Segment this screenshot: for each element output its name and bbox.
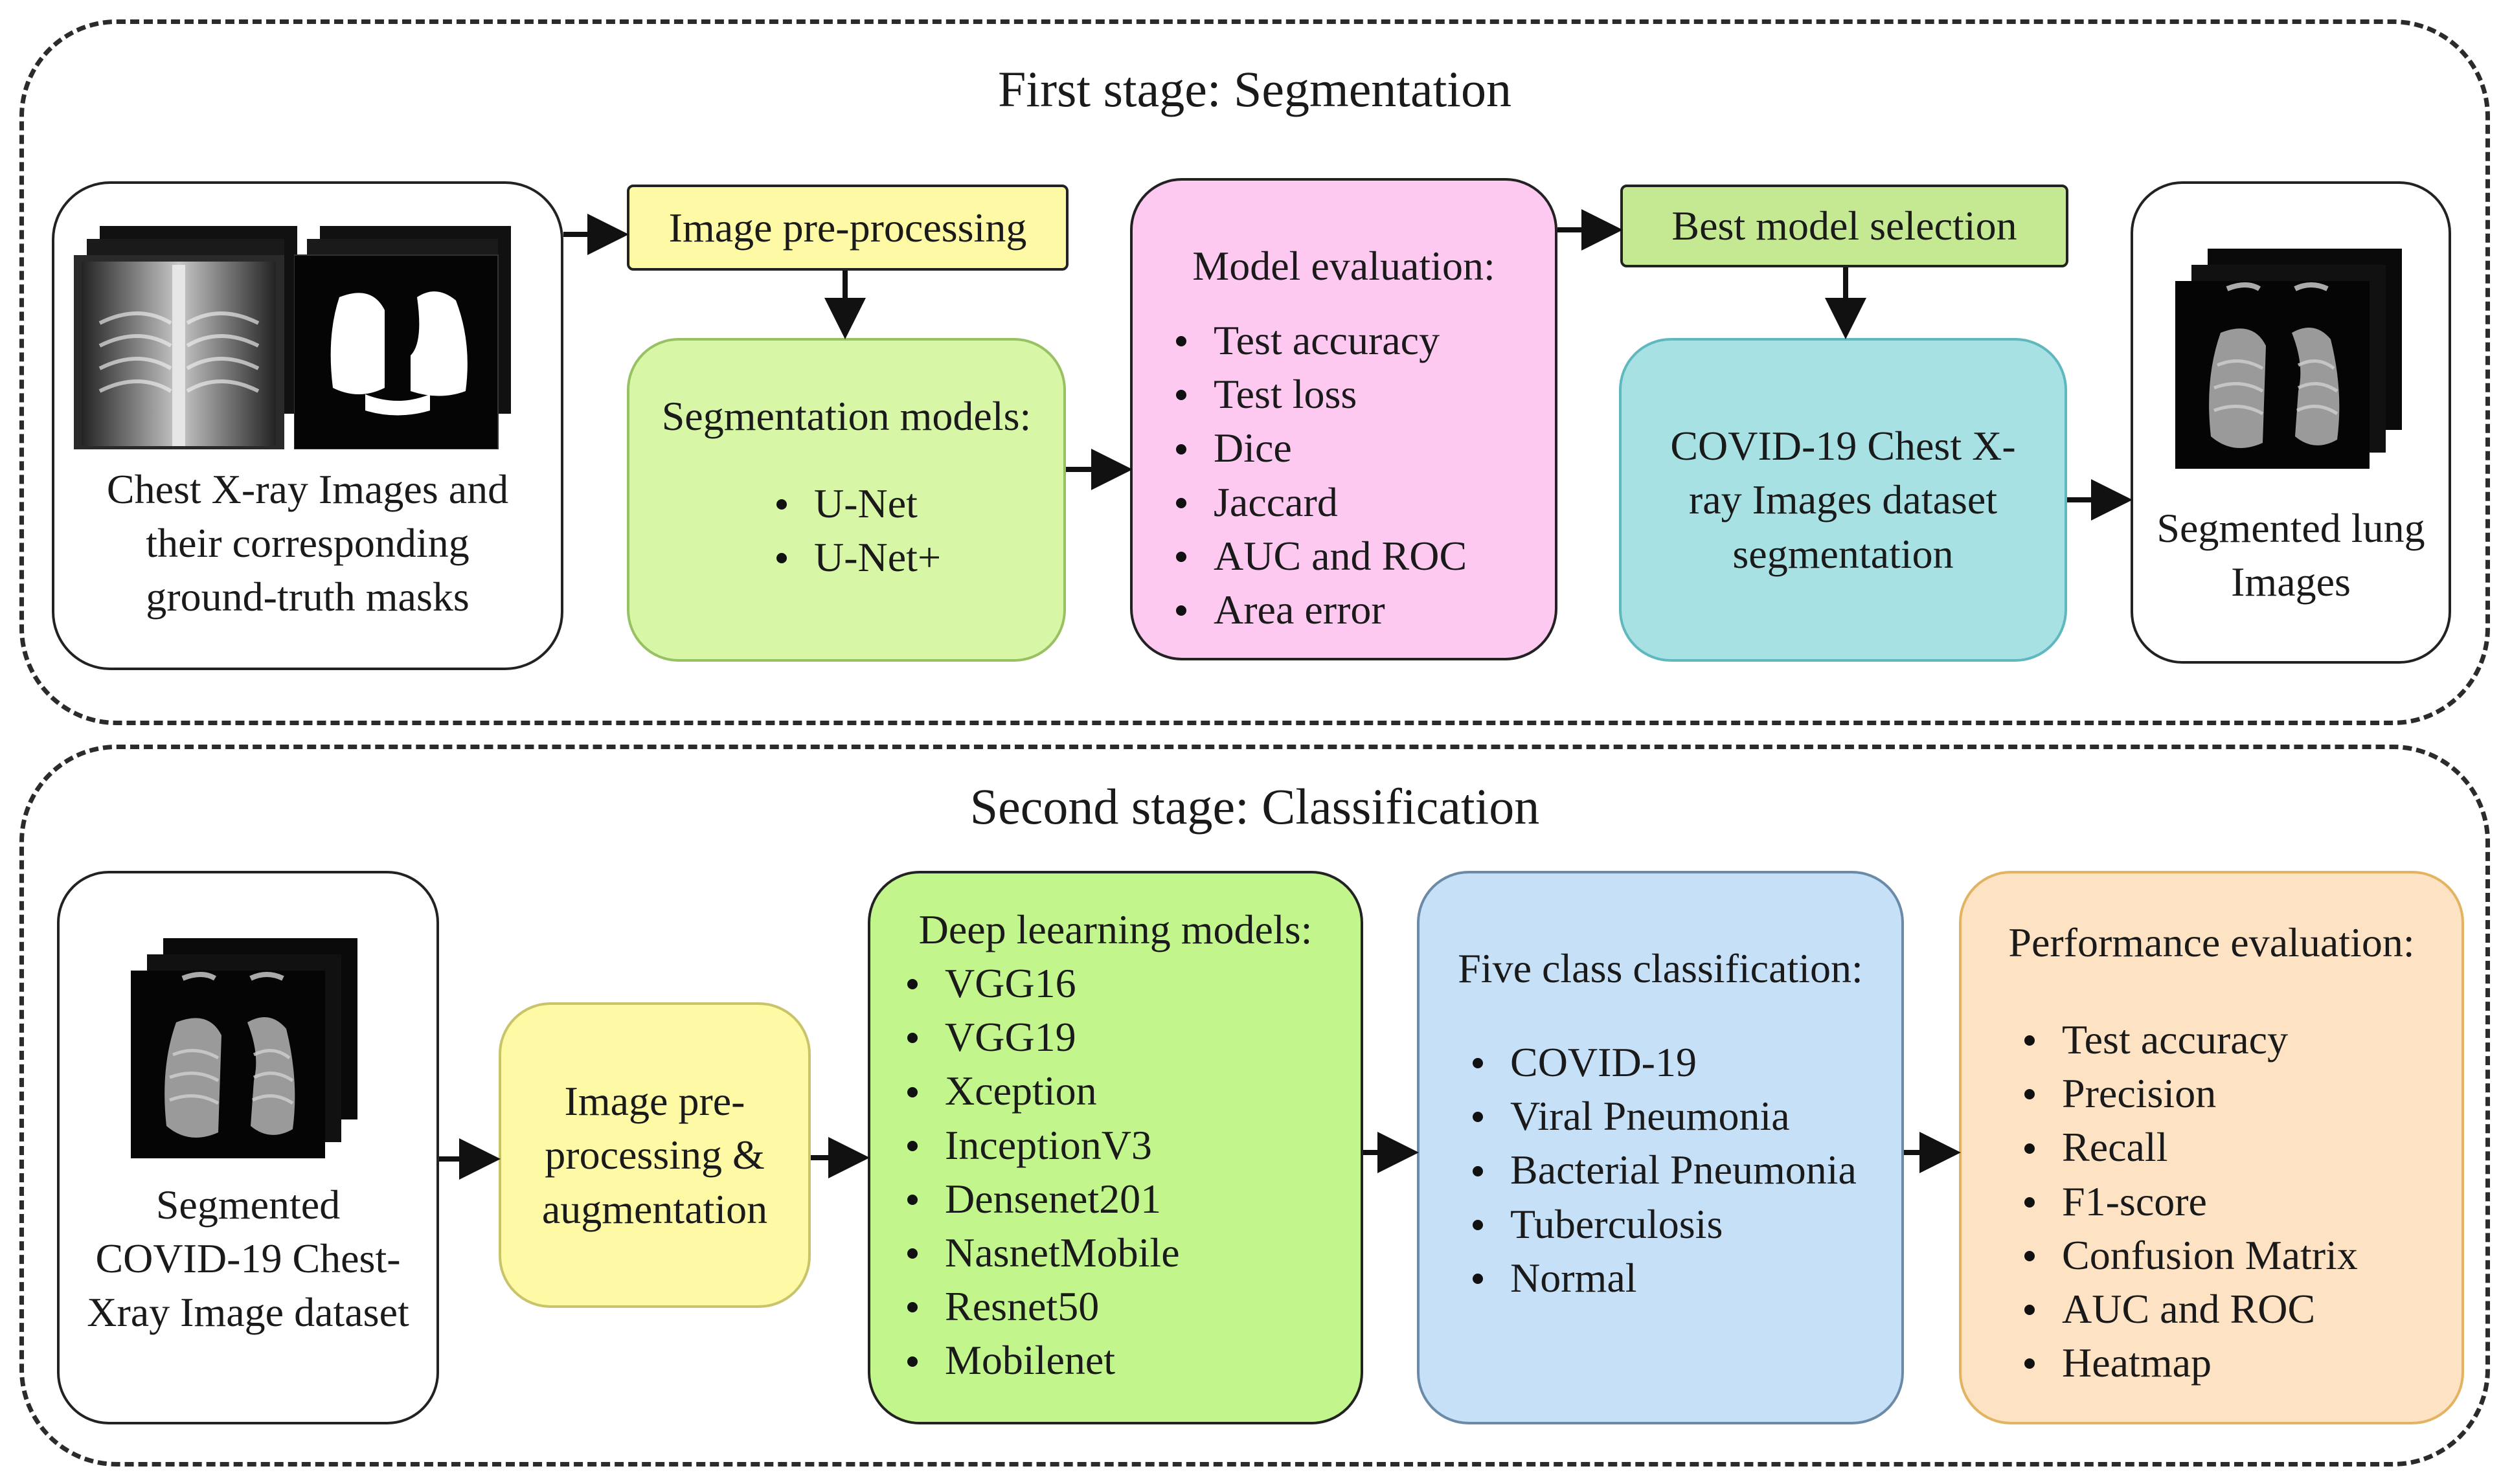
list-item: Test loss <box>1168 367 1467 421</box>
performance-evaluation-list: Test accuracy Precision Recall F1-score … <box>2017 1013 2358 1389</box>
model-evaluation-box: Model evaluation: Test accuracy Test los… <box>1130 178 1557 660</box>
deep-learning-models-box: Deep leearning models: VGG16 VGG19 Xcept… <box>868 871 1363 1424</box>
list-item: U-Net+ <box>769 530 941 584</box>
covid-segmentation-box: COVID-19 Chest X-ray Images dataset segm… <box>1619 338 2067 662</box>
list-item: VGG19 <box>900 1010 1180 1064</box>
performance-evaluation-title: Performance evaluation: <box>2008 919 2415 965</box>
stage1-output-label: Segmented lung Images <box>2156 505 2425 605</box>
list-item: AUC and ROC <box>2017 1282 2358 1336</box>
five-class-list: COVID-19 Viral Pneumonia Bacterial Pneum… <box>1465 1035 1857 1305</box>
list-item: Bacterial Pneumonia <box>1465 1143 1857 1197</box>
segmentation-models-list: U-Net U-Net+ <box>769 477 941 584</box>
best-model-box: Best model selection <box>1620 185 2068 267</box>
list-item: Recall <box>2017 1120 2358 1174</box>
list-item: VGG16 <box>900 956 1180 1010</box>
list-item: InceptionV3 <box>900 1118 1180 1172</box>
preprocessing-augmentation-box: Image pre-processing & augmentation <box>499 1002 811 1308</box>
five-class-title: Five class classification: <box>1458 945 1863 991</box>
list-item: Jaccard <box>1168 475 1467 529</box>
stage2-title: Second stage: Classification <box>969 778 1540 835</box>
list-item: Normal <box>1465 1251 1857 1305</box>
list-item: NasnetMobile <box>900 1226 1180 1279</box>
stage1-output-box: Segmented lung Images <box>2131 181 2451 664</box>
list-item: F1-score <box>2017 1175 2358 1228</box>
deep-learning-models-title: Deep leearning models: <box>918 906 1313 952</box>
list-item: Test accuracy <box>2017 1013 2358 1066</box>
stage2-input-label: Segmented COVID-19 Chest-Xray Image data… <box>87 1182 409 1336</box>
model-evaluation-list: Test accuracy Test loss Dice Jaccard AUC… <box>1168 313 1467 636</box>
stage1-input-label: Chest X-ray Images and their correspondi… <box>106 466 509 620</box>
model-evaluation-title: Model evaluation: <box>1192 243 1495 289</box>
stage1-input-box: Chest X-ray Images and their correspondi… <box>52 181 563 670</box>
segmented-lung-image <box>131 938 357 1158</box>
lung-mask-image <box>294 226 511 449</box>
preprocessing-label: Image pre-processing <box>668 204 1027 251</box>
chest-xray-image <box>74 226 297 449</box>
preprocessing-box: Image pre-processing <box>627 185 1069 271</box>
preprocessing-augmentation-label: Image pre-processing & augmentation <box>541 1078 768 1232</box>
stage2-container: Second stage: Classification <box>19 745 2490 1467</box>
list-item: Densenet201 <box>900 1172 1180 1226</box>
list-item: U-Net <box>769 477 941 530</box>
list-item: Mobilenet <box>900 1333 1180 1387</box>
list-item: Precision <box>2017 1066 2358 1120</box>
list-item: Confusion Matrix <box>2017 1228 2358 1282</box>
stage1-title: First stage: Segmentation <box>998 61 1511 117</box>
five-class-box: Five class classification: COVID-19 Vira… <box>1417 871 1904 1424</box>
list-item: Resnet50 <box>900 1279 1180 1333</box>
stage1-container: First stage: Segmentation <box>19 19 2490 725</box>
performance-evaluation-box: Performance evaluation: Test accuracy Pr… <box>1959 871 2464 1424</box>
best-model-label: Best model selection <box>1671 203 2017 249</box>
segmentation-models-box: Segmentation models: U-Net U-Net+ <box>627 338 1066 662</box>
list-item: Xception <box>900 1064 1180 1118</box>
deep-learning-models-list: VGG16 VGG19 Xception InceptionV3 Densene… <box>900 956 1180 1388</box>
list-item: Heatmap <box>2017 1336 2358 1389</box>
list-item: Tuberculosis <box>1465 1197 1857 1251</box>
segmented-lung-image <box>2175 249 2402 469</box>
list-item: Test accuracy <box>1168 313 1467 367</box>
list-item: Viral Pneumonia <box>1465 1089 1857 1143</box>
stage2-input-box: Segmented COVID-19 Chest-Xray Image data… <box>57 871 439 1424</box>
segmentation-models-title: Segmentation models: <box>661 393 1032 439</box>
list-item: Dice <box>1168 421 1467 475</box>
list-item: AUC and ROC <box>1168 529 1467 583</box>
covid-segmentation-label: COVID-19 Chest X-ray Images dataset segm… <box>1670 423 2016 577</box>
list-item: COVID-19 <box>1465 1035 1857 1089</box>
list-item: Area error <box>1168 583 1467 636</box>
